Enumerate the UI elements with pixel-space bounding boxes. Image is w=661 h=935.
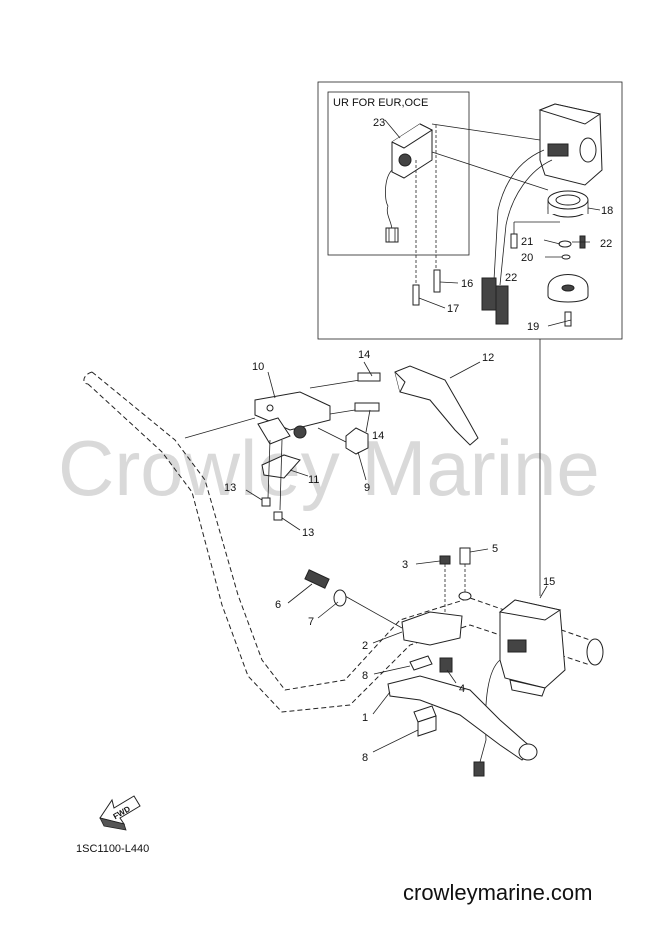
callout-4: 4 [459, 683, 465, 695]
part-10-bracket [184, 391, 331, 445]
callout-2: 2 [362, 640, 368, 652]
callout-14-a: 14 [358, 349, 370, 361]
part-14-screws [309, 372, 381, 415]
part-1-lever [387, 675, 538, 761]
callout-13-a: 13 [224, 482, 236, 494]
wire-harness [481, 149, 553, 325]
callout-13-b: 13 [302, 527, 314, 539]
part-6-bolt [304, 569, 330, 589]
callout-18: 18 [601, 205, 613, 217]
fwd-arrow-icon: FWD [99, 795, 141, 831]
part-5-bolt [458, 547, 472, 601]
callout-22-b: 22 [505, 272, 517, 284]
callout-19: 19 [527, 321, 539, 333]
callout-21: 21 [521, 236, 533, 248]
part-13-screws [261, 497, 283, 521]
site-footer[interactable]: crowleymarine.com [403, 880, 593, 905]
callout-10: 10 [252, 361, 264, 373]
callout-8-b: 8 [362, 752, 368, 764]
callout-9: 9 [364, 482, 370, 494]
callout-7: 7 [308, 616, 314, 628]
callout-17: 17 [447, 303, 459, 315]
part-12-lever [394, 365, 479, 446]
callout-12: 12 [482, 352, 494, 364]
part-2-holder [344, 595, 463, 646]
main-leaders [245, 361, 548, 753]
part-7-washer [333, 589, 347, 607]
callout-8-a: 8 [362, 670, 368, 682]
part-20-washer [561, 254, 571, 260]
diagram-code: 1SC1100-L440 [76, 843, 149, 855]
part-4-nut [439, 657, 453, 673]
callout-23: 23 [373, 117, 385, 129]
part-11-plate [261, 439, 301, 511]
callout-22-a: 22 [600, 238, 612, 250]
part-18-collar [547, 190, 589, 218]
part-9-cap [317, 427, 369, 455]
callout-16: 16 [461, 278, 473, 290]
callout-20: 20 [521, 252, 533, 264]
callout-14-b: 14 [372, 430, 384, 442]
inset-leaders [384, 119, 601, 327]
callout-5: 5 [492, 543, 498, 555]
watermark: Crowley Marine [58, 424, 600, 512]
part-21-washer [558, 240, 572, 248]
part-8-shims [409, 655, 437, 737]
callout-1: 1 [362, 712, 368, 724]
subbox-title: UR FOR EUR,OCE [333, 97, 428, 109]
part-3-bolt [439, 555, 451, 612]
part-15-switch [473, 599, 566, 777]
inset-box: UR FOR EUR,OCE [317, 81, 623, 340]
callout-11: 11 [308, 474, 319, 486]
part-23-switch-module [384, 123, 434, 243]
callout-15: 15 [543, 576, 555, 588]
part-switch-housing [538, 103, 603, 186]
subbox-ur-eur-oce [327, 91, 470, 256]
part-19-cover [547, 274, 589, 303]
callout-3: 3 [402, 559, 408, 571]
callout-6: 6 [275, 599, 281, 611]
